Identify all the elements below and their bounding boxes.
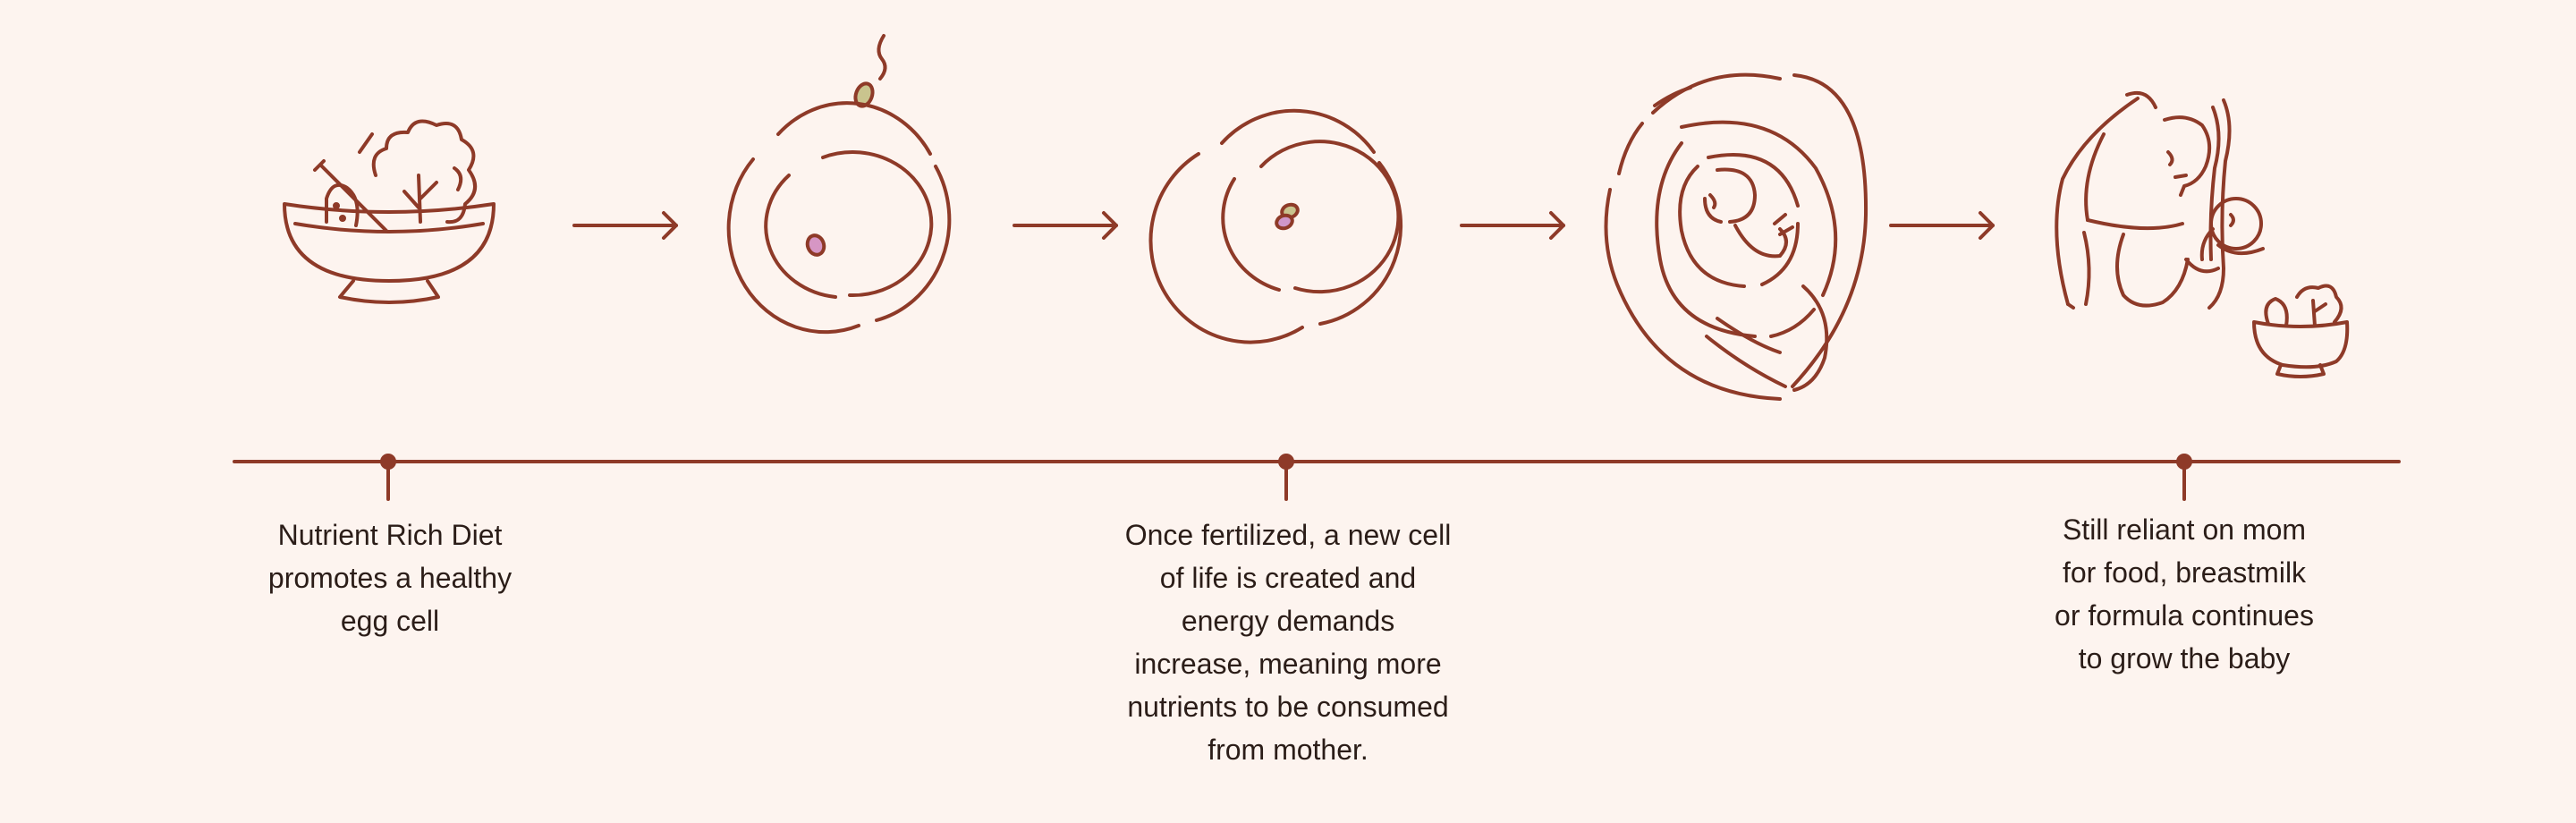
- fetus-in-womb-icon: [1604, 72, 1868, 401]
- arrow-right-icon: [572, 211, 678, 240]
- arrow-right-icon: [1460, 211, 1565, 240]
- arrow-right-icon: [1013, 211, 1118, 240]
- milestone-caption-infant: Still reliant on mom for food, breastmil…: [2055, 513, 2314, 675]
- milestone-caption-diet: Nutrient Rich Diet promotes a healthy eg…: [267, 519, 513, 637]
- timeline-marker: [1278, 454, 1294, 501]
- milestone-caption-fertilization: Once fertilized, a new cell of life is c…: [1124, 519, 1452, 766]
- mother-feeding-baby-icon: [2055, 90, 2350, 378]
- salad-bowl-icon: [283, 119, 496, 304]
- fertilized-cell-icon: [1148, 108, 1403, 344]
- egg-cell-with-sperm-icon: [726, 34, 952, 335]
- timeline-marker: [380, 454, 396, 501]
- timeline-marker: [2176, 454, 2192, 501]
- arrow-right-icon: [1889, 211, 1995, 240]
